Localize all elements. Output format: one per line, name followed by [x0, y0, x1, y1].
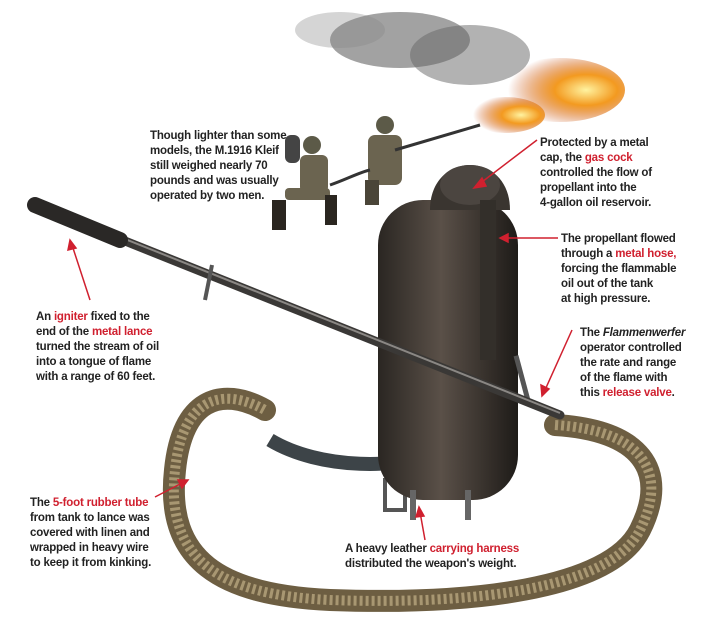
text: operator controlled the rate and range o… — [580, 342, 682, 399]
highlight-carrying-harness: carrying harness — [429, 543, 520, 555]
text: . — [671, 387, 675, 399]
callout-rubber-tube: The 5-foot rubber tube from tank to lanc… — [30, 496, 151, 571]
rubber-tube — [162, 387, 663, 612]
text: The — [580, 327, 603, 339]
leader-lines — [67, 139, 573, 541]
text: A heavy leather — [345, 543, 430, 555]
text: Protected by a metal cap, the — [540, 137, 649, 164]
callout-gas-cock: Protected by a metal cap, the gas cock c… — [540, 136, 652, 211]
oil-reservoir-tank — [378, 165, 532, 520]
callout-metal-hose: The propellant flowed through a metal ho… — [561, 232, 676, 307]
text: from tank to lance was covered with line… — [30, 512, 152, 569]
italic-flammenwerfer: Flammenwerfer — [602, 327, 686, 339]
highlight-rubber-tube: 5-foot rubber tube — [52, 497, 149, 509]
text: The — [30, 497, 53, 509]
flame-smoke — [295, 12, 625, 133]
highlight-igniter: igniter — [53, 311, 88, 323]
highlight-metal-lance: metal lance — [91, 326, 153, 338]
text: fixed to the end of the — [36, 311, 150, 338]
text: distributed the weapon's weight. — [345, 558, 517, 570]
highlight-metal-hose: metal hose, — [615, 248, 677, 260]
callout-intro: Though lighter than some models, the M.1… — [150, 130, 287, 202]
text: turned the stream of oil into a tongue o… — [36, 341, 159, 383]
text: The propellant flowed through a — [561, 233, 676, 260]
text: controlled the flow of propellant into t… — [540, 167, 652, 209]
callout-release-valve: The Flammenwerfer operator controlled th… — [580, 326, 685, 401]
soldiers-illustration — [272, 116, 481, 230]
highlight-gas-cock: gas cock — [584, 152, 633, 164]
text: An — [36, 311, 54, 323]
callout-igniter: An igniter fixed to the end of the metal… — [36, 310, 159, 385]
metal-lance — [27, 197, 565, 420]
callout-harness: A heavy leather carrying harness distrib… — [345, 542, 519, 572]
text: forcing the flammable oil out of the tan… — [561, 263, 677, 305]
highlight-release-valve: release valve — [602, 387, 672, 399]
